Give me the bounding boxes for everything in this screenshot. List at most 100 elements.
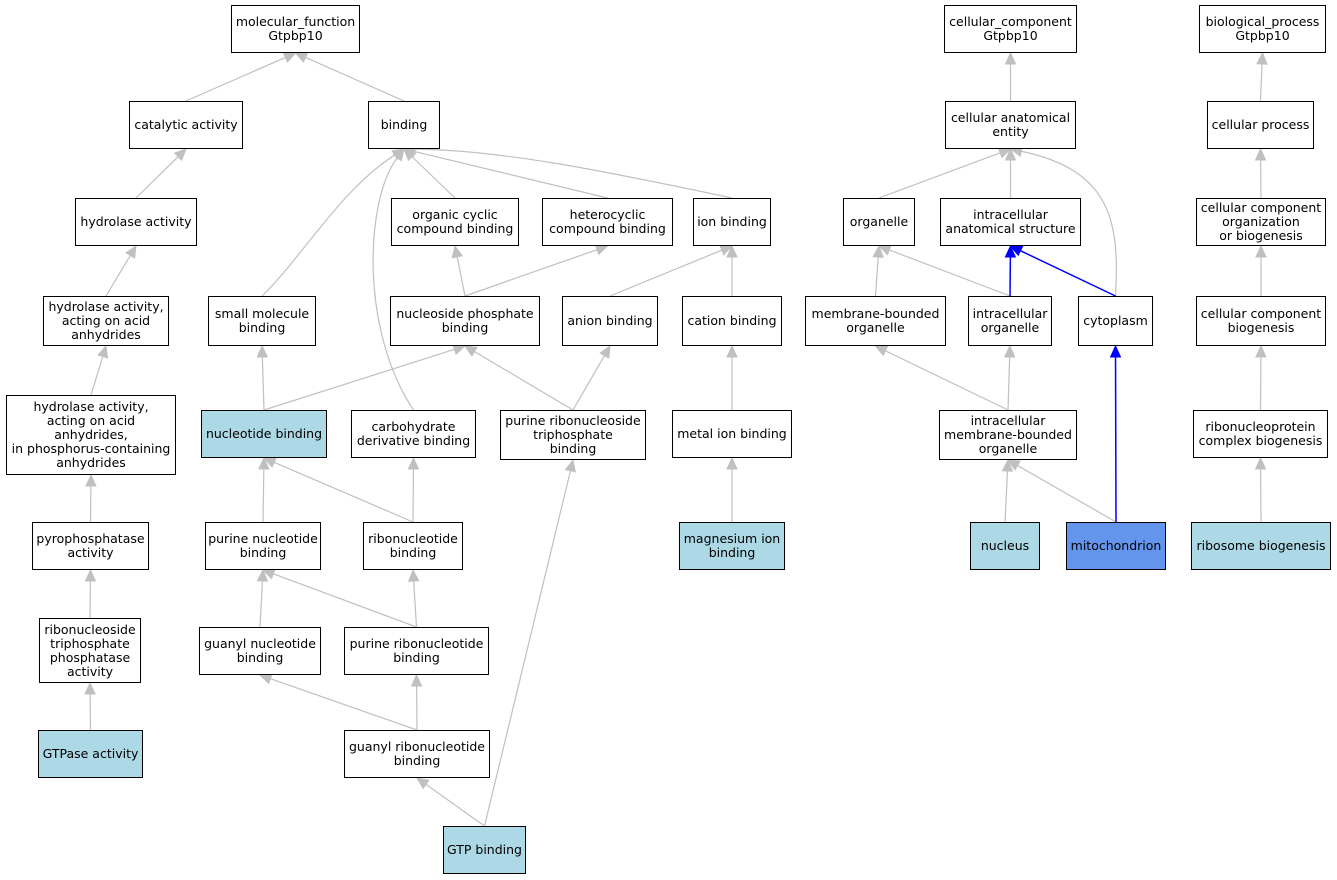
arrowhead-pyro-to-hydphos	[85, 473, 97, 487]
node-ribosome-biogenesis[interactable]: ribosome biogenesis	[1191, 522, 1331, 570]
node-intracellular-anatomical-structure[interactable]: intracellular anatomical structure	[940, 198, 1081, 246]
edge-nucleus-to-imbo	[1004, 470, 1009, 523]
edge-organelle-to-cae	[878, 152, 1001, 199]
node-mitochondrion[interactable]: mitochondrion	[1066, 522, 1166, 570]
edge-mito-to-imbo	[1017, 464, 1117, 523]
node-membrane-bounded-organelle[interactable]: membrane-bounded organelle	[805, 296, 946, 346]
arrowhead-guanylribo-to-purribonuc	[410, 673, 423, 687]
edge-purribonuc-to-ribonuc	[413, 580, 418, 628]
arrowhead-cytoplasm-to-ias	[1009, 245, 1024, 257]
node-nucleus[interactable]: nucleus	[970, 522, 1040, 570]
edge-hetero-to-binding	[414, 150, 608, 199]
arrowhead-intorg-to-ias	[1004, 244, 1017, 258]
arrowhead-carbo-to-binding	[392, 148, 405, 162]
node-gtpase-activity[interactable]: GTPase activity	[38, 730, 143, 778]
node-ribonucleoside-triphosphate-phosphatase[interactable]: ribonucleoside triphosphate phosphatase …	[39, 618, 141, 683]
arrowhead-mgion-to-metalion	[726, 456, 738, 470]
edge-nucphos-to-hetero	[464, 249, 598, 297]
node-cellular-anatomical-entity[interactable]: cellular anatomical entity	[945, 101, 1076, 149]
edge-catalytic-to-mf_root	[185, 56, 286, 102]
arrowhead-gtp-to-purribtri	[564, 458, 576, 473]
arrowhead-hydacid-to-hydrolase	[125, 244, 137, 259]
node-ribonucleotide-binding[interactable]: ribonucleotide binding	[363, 522, 463, 570]
arrowhead-binding-to-mf_root	[294, 52, 309, 63]
arrowhead-cellproc-to-bp_root	[1256, 51, 1268, 65]
arrowhead-rnpbio-to-ccbio	[1255, 344, 1267, 358]
node-cellular-process[interactable]: cellular process	[1207, 101, 1314, 149]
node-cation-binding[interactable]: cation binding	[682, 296, 782, 346]
edge-smallmol-to-binding	[261, 154, 396, 297]
node-pyrophosphatase-activity[interactable]: pyrophosphatase activity	[32, 522, 149, 570]
node-purine-ribonucleoside-triphosphate-binding[interactable]: purine ribonucleoside triphosphate bindi…	[500, 410, 646, 460]
edge-nucbind-to-nucphos	[263, 348, 455, 411]
node-gtp-binding[interactable]: GTP binding	[443, 826, 526, 874]
node-hydrolase-phosphorus-anhydrides[interactable]: hydrolase activity, acting on acid anhyd…	[6, 395, 176, 475]
edge-orgcyclic-to-binding	[411, 156, 456, 199]
arrowhead-rntp-to-pyro	[84, 568, 97, 582]
arrowhead-nucphos-to-orgcyclic	[451, 244, 463, 259]
node-nucleotide-binding[interactable]: nucleotide binding	[201, 410, 327, 458]
edge-guanylribo-to-guanylnuc	[270, 678, 418, 731]
node-small-molecule-binding[interactable]: small molecule binding	[208, 296, 316, 346]
node-organelle[interactable]: organelle	[843, 198, 915, 246]
node-molecular-function-root[interactable]: molecular_function Gtpbp10	[231, 5, 360, 53]
node-purine-ribonucleotide-binding[interactable]: purine ribonucleotide binding	[344, 627, 489, 675]
edge-intorg-to-organelle	[889, 249, 1011, 297]
edge-ionbind-to-binding	[414, 148, 733, 199]
node-magnesium-ion-binding[interactable]: magnesium ion binding	[679, 522, 785, 570]
node-cellular-component-organization[interactable]: cellular component organization or bioge…	[1196, 198, 1326, 246]
node-nucleoside-phosphate-binding[interactable]: nucleoside phosphate binding	[390, 296, 540, 346]
node-cytoplasm[interactable]: cytoplasm	[1078, 296, 1153, 346]
node-hydrolase-activity[interactable]: hydrolase activity	[75, 198, 197, 246]
node-heterocyclic-compound-binding[interactable]: heterocyclic compound binding	[542, 198, 673, 246]
node-organic-cyclic-compound-binding[interactable]: organic cyclic compound binding	[391, 198, 519, 246]
node-guanyl-ribonucleotide-binding[interactable]: guanyl ribonucleotide binding	[344, 730, 490, 778]
edge-purribonuc-to-purnuc	[273, 573, 417, 628]
edge-ribonuc-to-nucbind	[273, 461, 414, 523]
node-metal-ion-binding[interactable]: metal ion binding	[672, 410, 792, 458]
arrowhead-nucbind-to-smallmol	[256, 344, 269, 358]
node-cellular-component-root[interactable]: cellular_component Gtpbp10	[944, 5, 1077, 53]
edge-purribtri-to-anion	[572, 355, 606, 411]
node-carbohydrate-derivative-binding[interactable]: carbohydrate derivative binding	[351, 410, 476, 458]
edge-nucbind-to-smallmol	[261, 356, 265, 411]
edge-gtp-to-guanylribo	[425, 783, 485, 827]
edge-guanylnuc-to-purnuc	[259, 580, 264, 628]
node-biological-process-root[interactable]: biological_process Gtpbp10	[1199, 5, 1326, 53]
arrowhead-gtp-to-guanylribo	[416, 777, 430, 790]
node-purine-nucleotide-binding[interactable]: purine nucleotide binding	[205, 522, 321, 570]
node-binding[interactable]: binding	[368, 101, 440, 149]
node-intracellular-membrane-bounded-organelle[interactable]: intracellular membrane-bounded organelle	[939, 410, 1077, 460]
edge-purnuc-to-nucbind	[262, 468, 265, 523]
arrowhead-nucleus-to-imbo	[1001, 458, 1014, 472]
arrowhead-catalytic-to-mf_root	[282, 52, 297, 63]
arrowhead-ribonuc-to-carbo	[407, 456, 420, 470]
node-intracellular-organelle[interactable]: intracellular organelle	[968, 296, 1052, 346]
arrowhead-hydphos-to-hydacid	[97, 344, 109, 359]
arrowhead-ribobio-to-rnpbio	[1254, 456, 1267, 470]
arrowhead-metalion-to-cation	[726, 344, 738, 358]
arrowhead-mito-to-cytoplasm	[1109, 344, 1122, 358]
arrowhead-mbo-to-organelle	[872, 244, 884, 258]
edge-imbo-to-mbo	[885, 350, 1009, 411]
node-guanyl-nucleotide-binding[interactable]: guanyl nucleotide binding	[199, 627, 321, 675]
arrowhead-purribtri-to-anion	[599, 344, 611, 359]
arrowhead-ias-to-cae	[1004, 147, 1017, 161]
node-cellular-component-biogenesis[interactable]: cellular component biogenesis	[1196, 296, 1326, 346]
arrowhead-ccbio-to-ccorg	[1255, 244, 1267, 258]
edge-hydphos-to-hydacid	[90, 356, 104, 396]
edge-anion-to-ionbind	[609, 249, 723, 297]
arrowhead-imbo-to-intorg	[1003, 344, 1016, 358]
arrowhead-guanylnuc-to-purnuc	[256, 568, 269, 582]
node-anion-binding[interactable]: anion binding	[562, 296, 658, 346]
node-ribonucleoprotein-complex-biogenesis[interactable]: ribonucleoprotein complex biogenesis	[1193, 410, 1328, 458]
edge-hydacid-to-hydrolase	[105, 255, 131, 297]
arrowhead-gtpase-to-rntp	[84, 681, 96, 695]
node-hydrolase-acid-anhydrides[interactable]: hydrolase activity, acting on acid anhyd…	[43, 296, 169, 346]
node-ion-binding[interactable]: ion binding	[693, 198, 771, 246]
node-catalytic-activity[interactable]: catalytic activity	[129, 101, 243, 149]
edge-gtp-to-purribtri	[483, 470, 572, 827]
arrowhead-mito-to-imbo	[1006, 459, 1021, 471]
